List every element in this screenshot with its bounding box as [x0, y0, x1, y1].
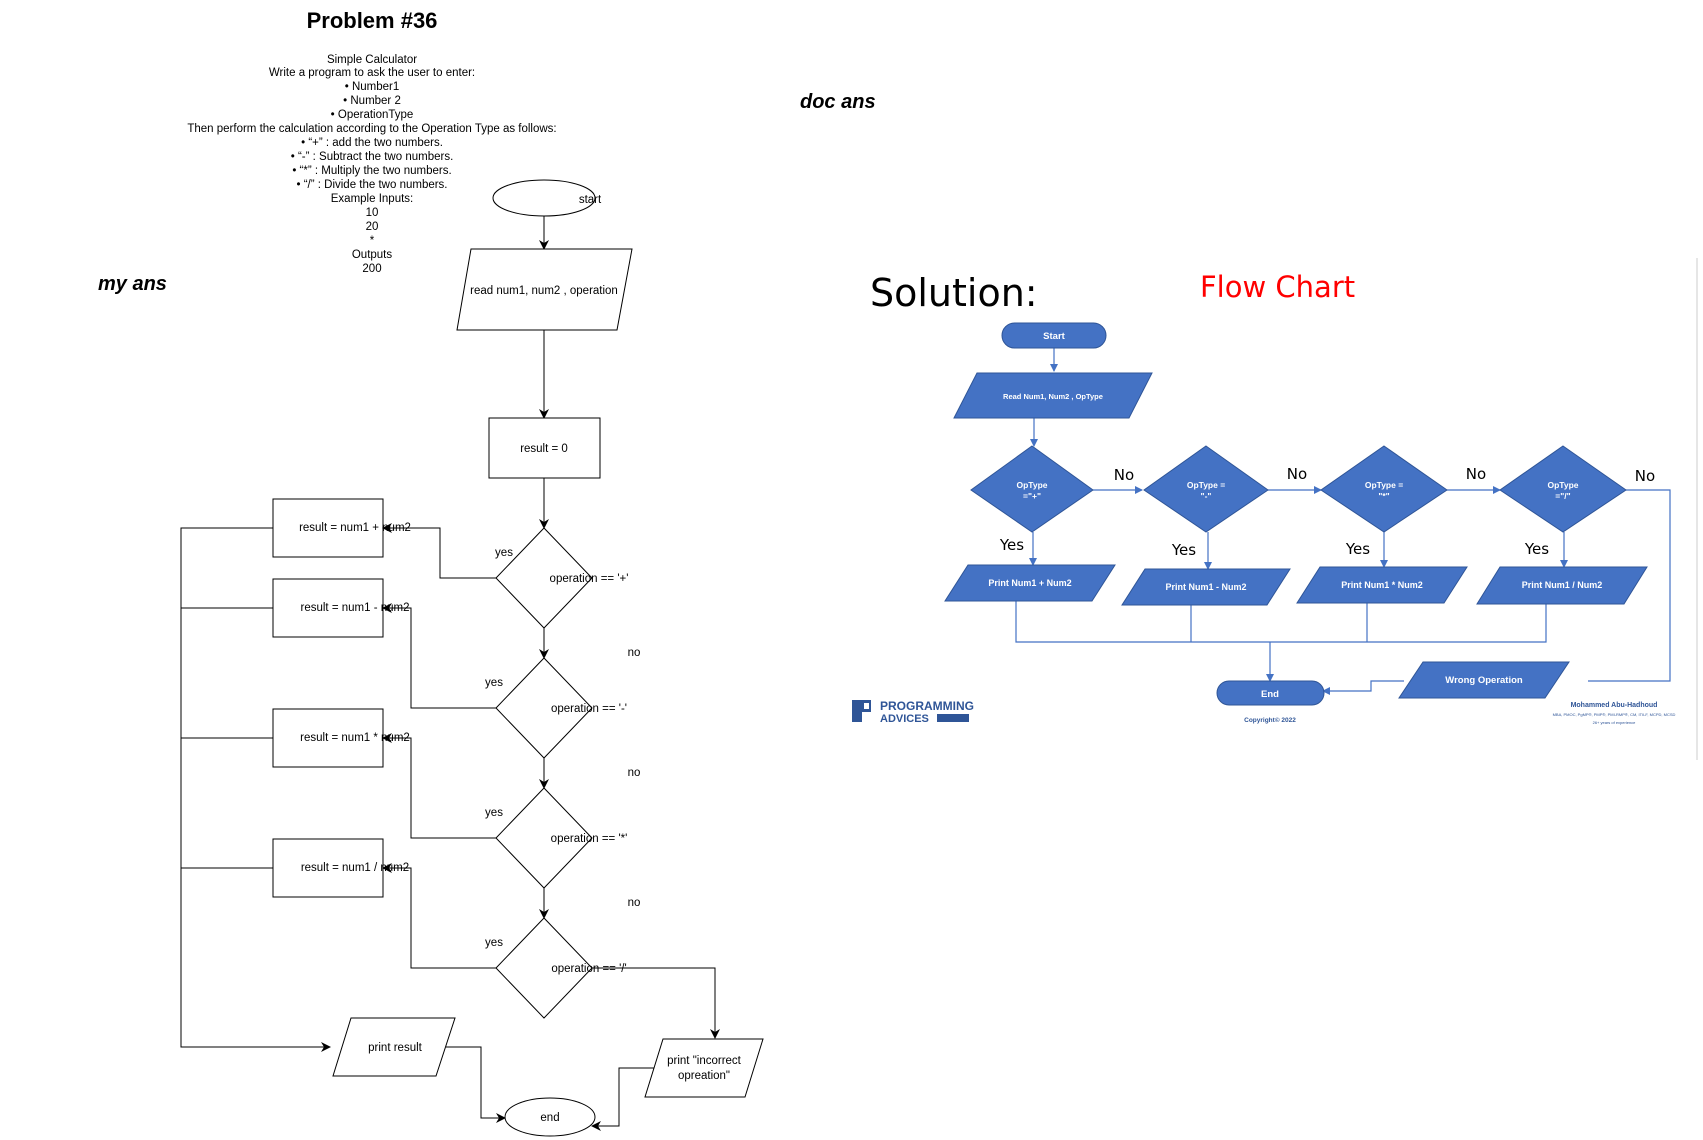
doc-decision-mul[interactable]: [1320, 445, 1448, 533]
solution-heading: Solution:: [870, 271, 1038, 315]
problem-line: 20: [366, 221, 379, 233]
doc-decision-label: ="+": [1023, 491, 1041, 501]
doc-no-label: No: [1635, 467, 1655, 485]
end-terminal[interactable]: [504, 1097, 596, 1137]
doc-decision-label: "*": [1378, 491, 1389, 501]
init-label: result = 0: [520, 443, 568, 455]
doc-end-terminal[interactable]: [1216, 680, 1325, 706]
problem-line: • “+” : add the two numbers.: [301, 137, 443, 149]
problem-line: *: [370, 235, 375, 247]
yes-label: yes: [485, 937, 503, 949]
print-result-node[interactable]: [332, 1017, 456, 1077]
problem-line: Outputs: [352, 249, 393, 261]
problem-title: Problem #36: [307, 8, 438, 33]
problem-line: • Number1: [345, 81, 400, 93]
doc-decision-add[interactable]: [970, 445, 1094, 533]
print-result-label: print result: [368, 1042, 422, 1054]
read-label: read num1, num2 , operation: [470, 285, 618, 297]
doc-yes-label: Yes: [1524, 540, 1549, 558]
process-sub-label: result = num1 - num2: [301, 602, 410, 614]
doc-yes-label: Yes: [1345, 540, 1370, 558]
brand-line-2: ADVICES: [880, 713, 929, 725]
problem-line: 200: [362, 263, 381, 275]
programming-advices-logo: PROGRAMMING ADVICES: [852, 699, 974, 725]
problem-line: • “-” : Subtract the two numbers.: [291, 151, 454, 163]
doc-end-label: End: [1261, 689, 1279, 700]
doc-print-label: Print Num1 * Num2: [1341, 580, 1423, 590]
process-div[interactable]: [272, 838, 384, 898]
my-flowchart: [180, 179, 764, 1137]
doc-print-label: Print Num1 + Num2: [988, 578, 1071, 588]
doc-wrong-label: Wrong Operation: [1445, 675, 1523, 686]
yes-label: yes: [495, 547, 513, 559]
flow-chart-heading: Flow Chart: [1200, 270, 1355, 304]
doc-decision-div[interactable]: [1499, 445, 1627, 533]
problem-line: • “/” : Divide the two numbers.: [296, 179, 447, 191]
problem-line: • Number 2: [343, 95, 401, 107]
problem-line: • “*” : Multiply the two numbers.: [292, 165, 451, 177]
doc-decision-sub[interactable]: [1143, 445, 1269, 533]
decision-mul-label: operation == '*': [551, 833, 628, 845]
no-label: no: [628, 767, 641, 779]
init-result-node[interactable]: [488, 417, 601, 479]
problem-block: Problem #36 Simple Calculator Write a pr…: [187, 8, 556, 275]
doc-read-label: Read Num1, Num2 , OpType: [1003, 392, 1103, 401]
process-add[interactable]: [272, 498, 384, 558]
decision-add-label: operation == '+': [550, 573, 629, 585]
doc-no-label: No: [1466, 465, 1486, 483]
process-sub[interactable]: [272, 578, 384, 638]
doc-decision-label: OpType: [1547, 480, 1578, 490]
doc-start-label: Start: [1043, 331, 1065, 342]
print-error-node[interactable]: [644, 1038, 764, 1098]
problem-line: Write a program to ask the user to enter…: [269, 67, 475, 79]
doc-no-label: No: [1114, 466, 1134, 484]
doc-decision-label: "-": [1201, 491, 1212, 501]
doc-flowchart: Solution: Flow Chart: [852, 258, 1698, 760]
decision-sub-label: operation == '-': [551, 703, 627, 715]
author-name: Mohammed Abu-Hadhoud: [1571, 702, 1658, 709]
problem-line: Then perform the calculation according t…: [187, 123, 556, 135]
doc-read-node[interactable]: [953, 372, 1153, 419]
doc-wrong-operation[interactable]: [1398, 661, 1570, 699]
process-add-label: result = num1 + num2: [299, 522, 411, 534]
print-error-label: print "incorrect: [667, 1055, 742, 1067]
problem-line: Simple Calculator: [327, 54, 417, 66]
problem-line: 10: [366, 207, 379, 219]
doc-decision-label: ="/": [1555, 491, 1570, 501]
problem-line: • OperationType: [331, 109, 414, 121]
author-credentials: MBA, PMOC, PgMP®, PMP®, PMI-RMP®, CM, IT…: [1553, 712, 1676, 717]
doc-print-label: Print Num1 / Num2: [1522, 580, 1603, 590]
doc-decision-label: OpType =: [1187, 480, 1225, 490]
doc-yes-label: Yes: [999, 536, 1024, 554]
process-div-label: result = num1 / num2: [301, 862, 409, 874]
end-label: end: [540, 1112, 559, 1124]
no-label: no: [628, 897, 641, 909]
doc-print-div[interactable]: [1476, 566, 1648, 605]
decision-div-label: operation == '/': [551, 963, 626, 975]
problem-line: Example Inputs:: [331, 193, 413, 205]
doc-print-mul[interactable]: [1296, 566, 1468, 604]
print-error-label: opreation": [678, 1070, 730, 1082]
doc-copyright: Copyright© 2022: [1244, 716, 1296, 724]
doc-decision-label: OpType: [1016, 480, 1047, 490]
author-experience: 26+ years of experience: [1593, 720, 1637, 725]
read-input-node[interactable]: [456, 248, 633, 331]
doc-no-label: No: [1287, 465, 1307, 483]
no-label: no: [628, 647, 641, 659]
doc-decision-label: OpType =: [1365, 480, 1403, 490]
doc-ans-label: doc ans: [800, 91, 876, 113]
yes-label: yes: [485, 677, 503, 689]
doc-yes-label: Yes: [1171, 541, 1196, 559]
doc-print-label: Print Num1 - Num2: [1165, 582, 1246, 592]
brand-line-1: PROGRAMMING: [880, 699, 974, 713]
doc-print-sub[interactable]: [1121, 568, 1291, 606]
process-mul-label: result = num1 * num2: [300, 732, 410, 744]
my-ans-label: my ans: [98, 273, 167, 295]
decision-div[interactable]: [495, 917, 593, 1019]
doc-print-add[interactable]: [944, 564, 1116, 602]
doc-start-terminal[interactable]: [1001, 322, 1107, 349]
start-label: start: [579, 194, 602, 206]
yes-label: yes: [485, 807, 503, 819]
